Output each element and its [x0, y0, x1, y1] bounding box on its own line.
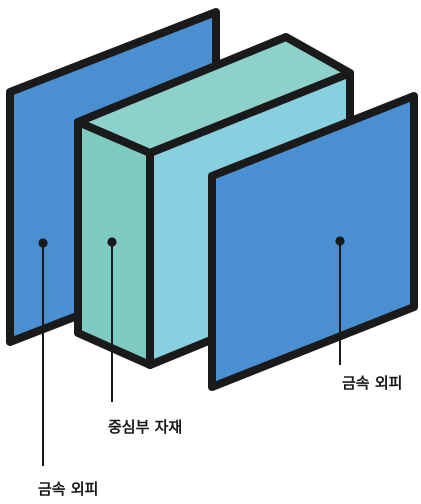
left-metal-skin-label: 금속 외피	[38, 480, 99, 498]
core-material-label: 중심부 자재	[108, 418, 183, 436]
right-metal-skin	[208, 92, 418, 391]
right-metal-skin-label: 금속 외피	[342, 374, 403, 392]
